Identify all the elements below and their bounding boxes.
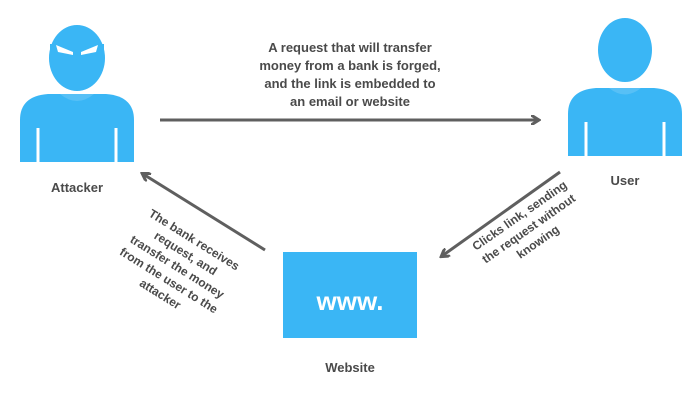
edge-label-attacker-to-user: A request that will transfer money from … [259,40,440,109]
edge-label-website-to-attacker: The bank receives request, and transfer … [117,206,242,316]
hacker-icon [20,25,134,162]
user-label: User [611,173,640,188]
edge-text-line: money from a bank is forged, [259,58,440,73]
edge-text-line: and the link is embedded to [264,76,435,91]
arrow-website-to-attacker [143,174,266,252]
website-label: Website [325,360,375,375]
edge-text-line: A request that will transfer [268,40,432,55]
attacker-label: Attacker [51,180,103,195]
edge-text-line: an email or website [290,94,410,109]
website-box: www. [283,252,417,338]
website-box-text: www. [316,286,384,316]
user-icon [568,18,682,156]
arrow-user-to-website [442,170,561,256]
